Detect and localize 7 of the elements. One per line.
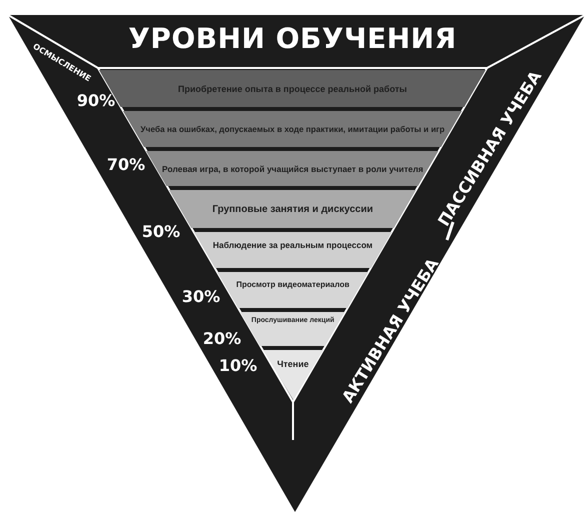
percentage-label: 20% (202, 328, 242, 348)
percentage-label: 70% (106, 154, 146, 174)
percentage-label: 90% (76, 90, 116, 110)
percentage-label: 10% (218, 356, 258, 374)
pyramid-band: Наблюдение за реальным процессом (194, 232, 392, 268)
pyramid-band: Ролевая игра, в которой учащийся выступает в роли учителя (146, 151, 439, 186)
pyramid-band: Чтение (262, 350, 324, 400)
